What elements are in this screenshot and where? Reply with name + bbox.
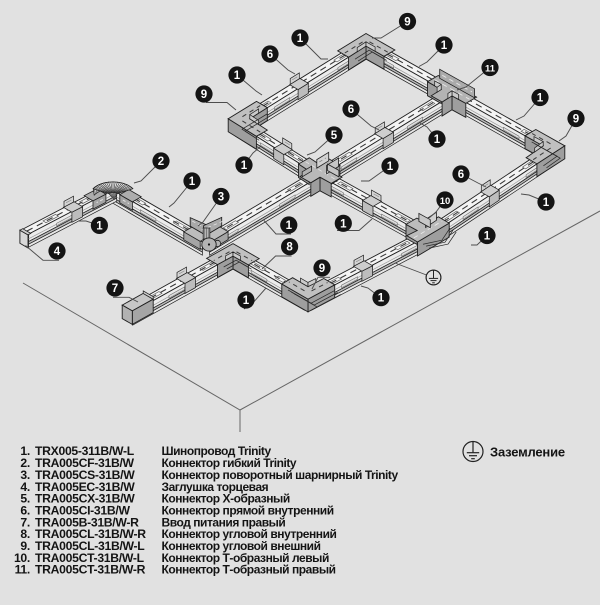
svg-text:TRX005-311B/W-L: TRX005-311B/W-L <box>35 444 135 458</box>
svg-text:1: 1 <box>378 293 385 305</box>
svg-text:8.: 8. <box>20 527 30 541</box>
svg-text:TRA005CI-31B/W: TRA005CI-31B/W <box>35 504 130 518</box>
svg-text:1: 1 <box>340 218 347 230</box>
svg-text:TRA005CT-31B/W-L: TRA005CT-31B/W-L <box>35 551 145 565</box>
svg-text:Коннектор угловой внутренний: Коннектор угловой внутренний <box>162 527 337 541</box>
svg-text:9: 9 <box>573 114 579 126</box>
svg-text:TRA005CF-31B/W: TRA005CF-31B/W <box>35 456 135 470</box>
svg-text:1: 1 <box>286 220 293 232</box>
svg-text:TRA005CL-31B/W-L: TRA005CL-31B/W-L <box>35 539 145 553</box>
svg-text:9: 9 <box>201 89 207 101</box>
svg-text:1: 1 <box>297 33 304 45</box>
svg-text:Коннектор поворотный шарнирный: Коннектор поворотный шарнирный Trinity <box>162 468 399 482</box>
svg-text:1: 1 <box>243 295 250 307</box>
svg-text:1: 1 <box>543 197 550 209</box>
svg-text:1: 1 <box>484 231 491 243</box>
svg-text:1.: 1. <box>20 444 30 458</box>
svg-text:TRA005CX-31B/W: TRA005CX-31B/W <box>35 492 135 506</box>
svg-text:6.: 6. <box>20 504 30 518</box>
svg-text:Шинопровод Trinity: Шинопровод Trinity <box>162 444 272 458</box>
svg-text:2: 2 <box>158 156 164 168</box>
svg-text:5.: 5. <box>20 492 30 506</box>
svg-text:10: 10 <box>440 196 451 207</box>
svg-text:9: 9 <box>404 17 410 29</box>
svg-text:11.: 11. <box>15 563 30 577</box>
svg-text:Заземление: Заземление <box>490 445 565 460</box>
svg-text:4: 4 <box>54 246 61 258</box>
svg-text:2.: 2. <box>20 456 30 470</box>
svg-text:Коннектор Т-образный левый: Коннектор Т-образный левый <box>162 551 329 565</box>
svg-text:1: 1 <box>434 134 441 146</box>
svg-text:Коннектор угловой внешний: Коннектор угловой внешний <box>162 539 321 553</box>
svg-text:TRA005B-31B/W-R: TRA005B-31B/W-R <box>35 515 139 529</box>
svg-text:8: 8 <box>286 242 293 254</box>
svg-text:Коннектор Т-образный правый: Коннектор Т-образный правый <box>162 563 336 577</box>
svg-text:5: 5 <box>331 130 338 142</box>
svg-text:1: 1 <box>234 70 241 82</box>
svg-text:1: 1 <box>96 220 103 232</box>
svg-text:Коннектор гибкий Trinity: Коннектор гибкий Trinity <box>162 456 297 470</box>
svg-text:Ввод питания правый: Ввод питания правый <box>162 515 286 529</box>
svg-text:1: 1 <box>387 161 394 173</box>
svg-text:1: 1 <box>241 160 248 172</box>
svg-text:9: 9 <box>319 263 325 275</box>
svg-text:1: 1 <box>189 176 196 188</box>
svg-text:1: 1 <box>441 40 448 52</box>
svg-text:9.: 9. <box>20 539 30 553</box>
svg-text:6: 6 <box>348 104 354 116</box>
svg-text:7.: 7. <box>20 515 30 529</box>
svg-text:7: 7 <box>112 283 118 295</box>
svg-text:Коннектор прямой внутренний: Коннектор прямой внутренний <box>162 504 334 518</box>
svg-text:TRA005CT-31B/W-R: TRA005CT-31B/W-R <box>35 563 146 577</box>
svg-text:TRA005CS-31B/W: TRA005CS-31B/W <box>35 468 135 482</box>
svg-text:TRA005EC-31B/W: TRA005EC-31B/W <box>35 480 135 494</box>
svg-text:3.: 3. <box>20 468 30 482</box>
svg-text:Коннектор Х-образный: Коннектор Х-образный <box>162 492 290 506</box>
svg-text:11: 11 <box>485 64 496 75</box>
svg-text:Заглушка торцевая: Заглушка торцевая <box>162 480 269 494</box>
svg-text:6: 6 <box>458 169 464 181</box>
svg-text:4.: 4. <box>20 480 30 494</box>
svg-text:6: 6 <box>267 49 273 61</box>
svg-text:3: 3 <box>218 192 224 204</box>
svg-text:10.: 10. <box>14 551 30 565</box>
svg-text:TRA005CL-31B/W-R: TRA005CL-31B/W-R <box>35 527 146 541</box>
svg-text:1: 1 <box>537 93 544 105</box>
